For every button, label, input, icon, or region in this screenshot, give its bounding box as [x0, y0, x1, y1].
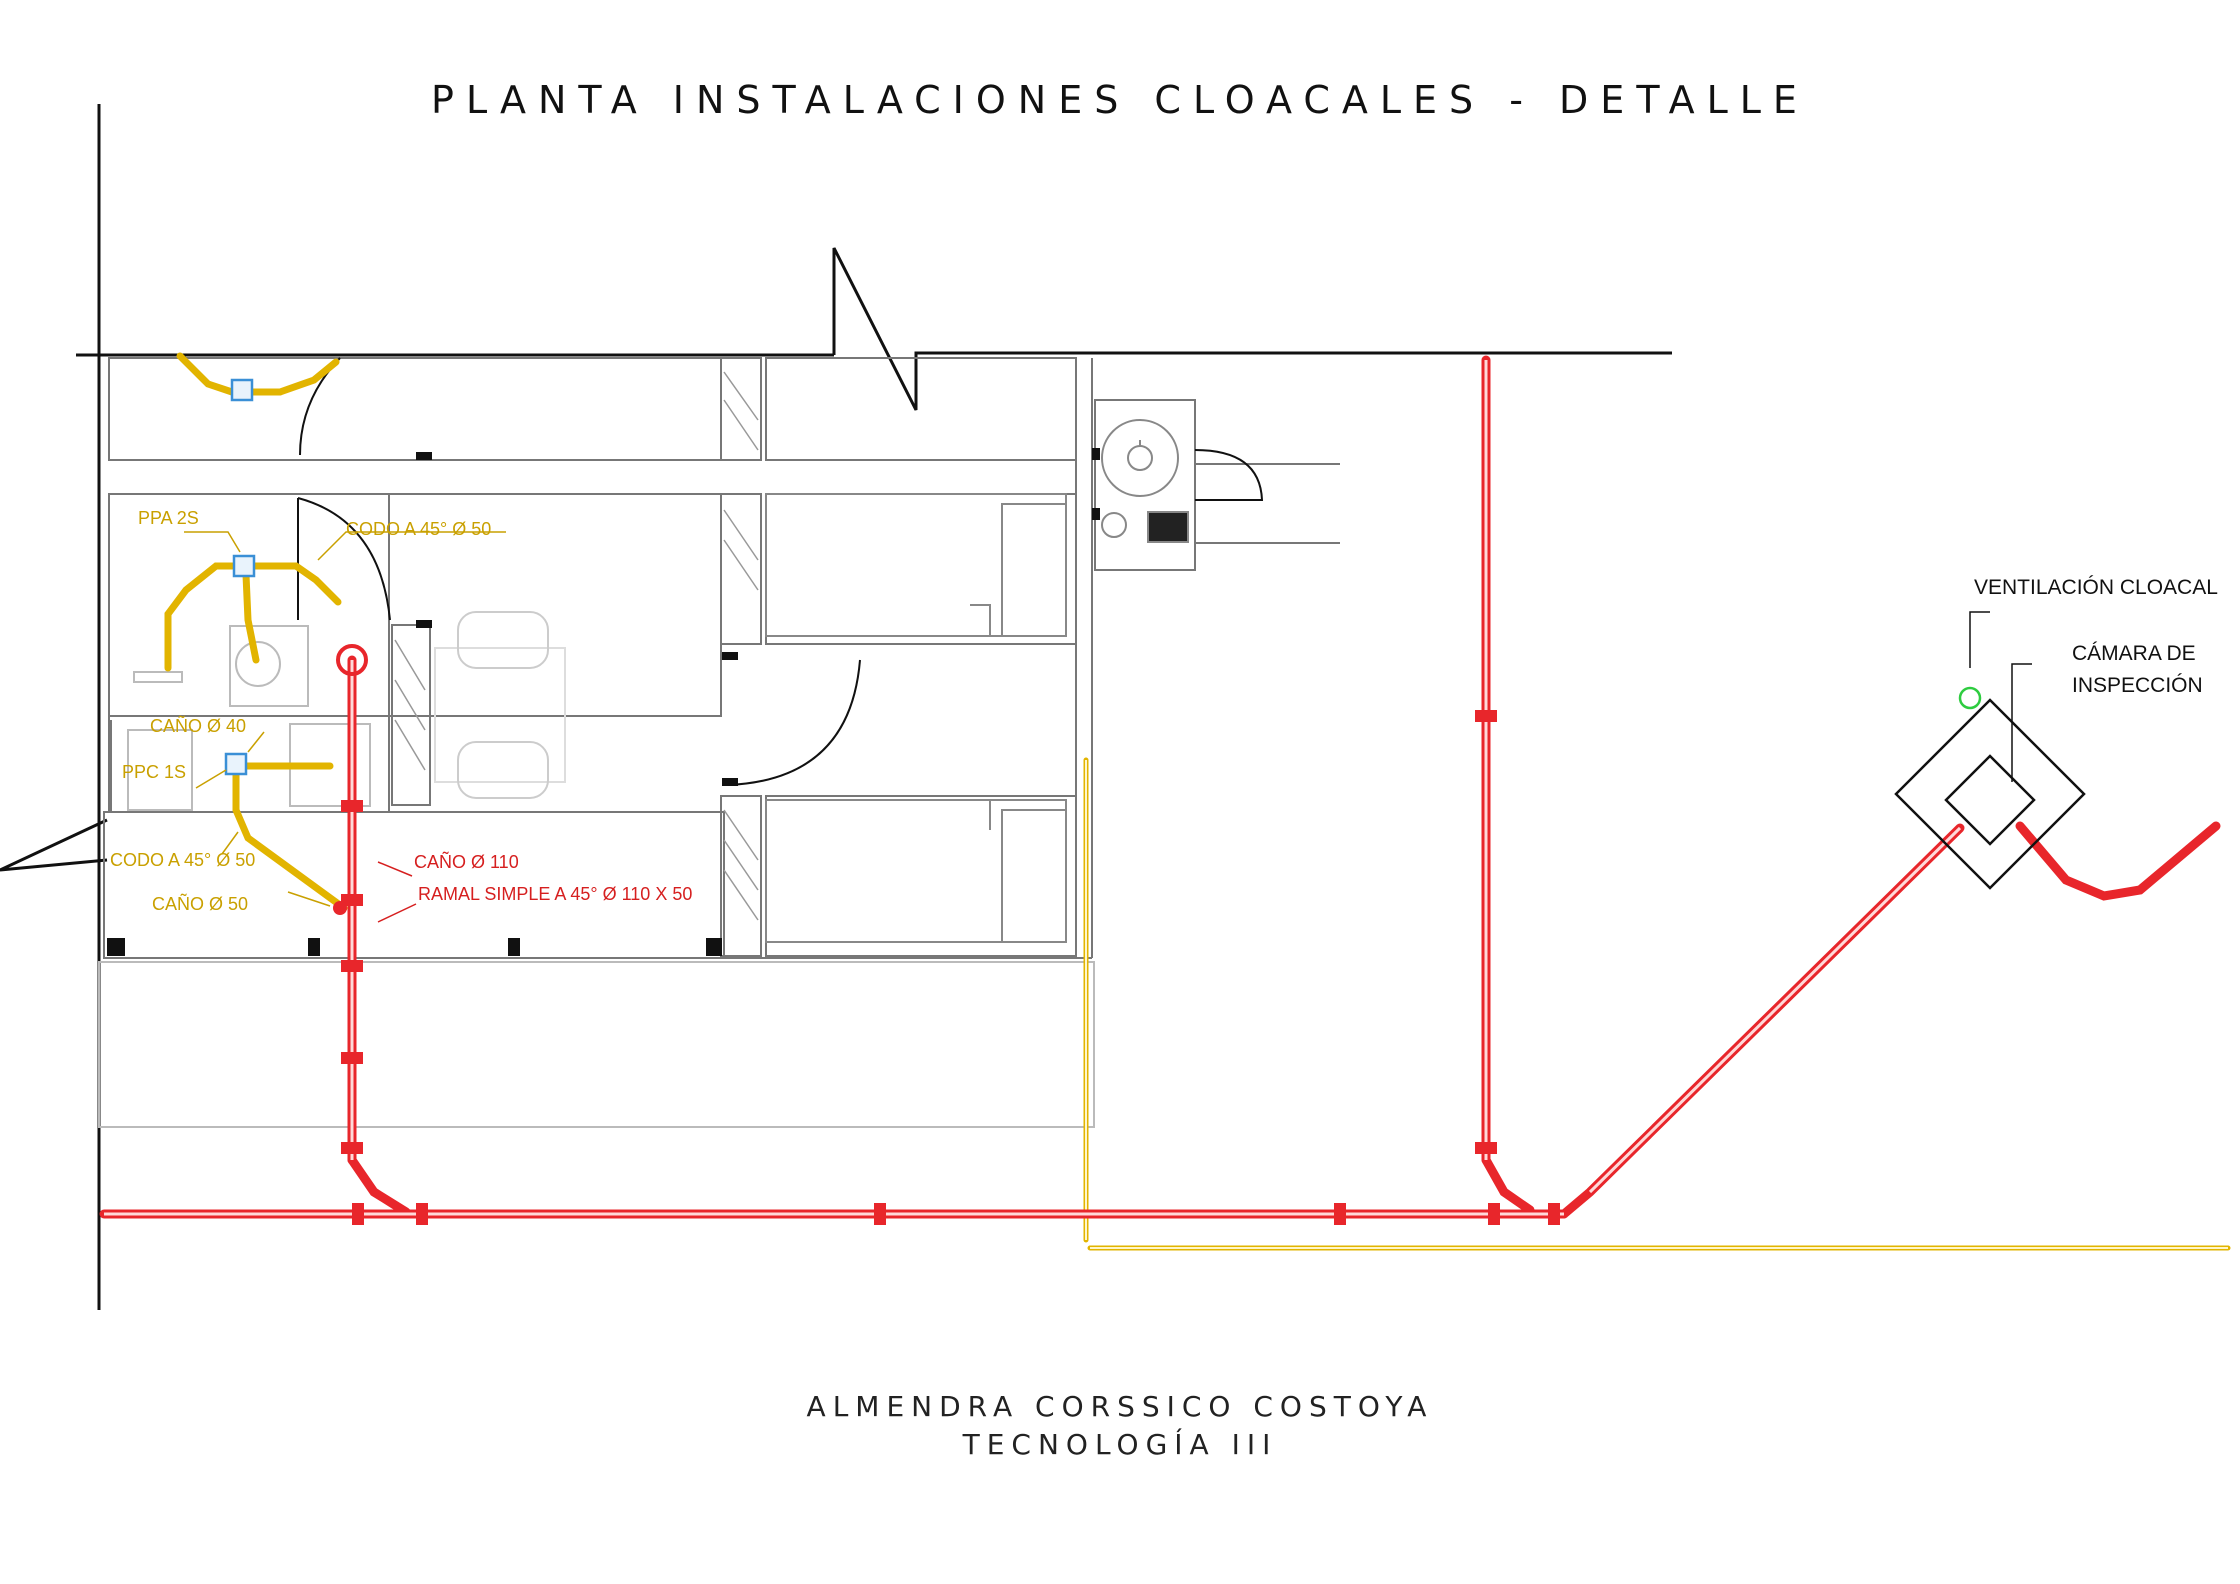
- author-name: ALMENDRA CORSSICO COSTOYA: [806, 1390, 1434, 1423]
- label-ramal-simple: RAMAL SIMPLE A 45° Ø 110 X 50: [418, 884, 692, 904]
- pipes-50-40: [164, 352, 2231, 1251]
- label-camara-line1: CÁMARA DE: [2072, 642, 2196, 665]
- label-cano-110: CAÑO Ø 110: [414, 851, 519, 872]
- furniture: [127, 419, 1189, 943]
- label-cano-40: CAÑO Ø 40: [150, 715, 246, 736]
- course-name: TECNOLOGÍA III: [962, 1428, 1278, 1461]
- label-codo-45-bottom: CODO A 45° Ø 50: [110, 850, 255, 870]
- vent-pipe-symbol: [1958, 686, 1982, 710]
- label-ppa-2s: PPA 2S: [138, 508, 199, 528]
- label-ppc-1s: PPC 1S: [122, 762, 186, 782]
- pipe-couplings: [333, 644, 1560, 1225]
- leader-lines: [184, 531, 2032, 923]
- wall-stubs: [107, 448, 1100, 956]
- drawing-title: PLANTA INSTALACIONES CLOACALES - DETALLE: [431, 78, 1809, 122]
- interior-partitions: [98, 357, 1340, 1128]
- inspection-chamber: [1894, 698, 2086, 890]
- label-camara-line2: INSPECCIÓN: [2072, 674, 2203, 697]
- pipes-110-inner: [104, 360, 1962, 1216]
- label-cano-50: CAÑO Ø 50: [152, 893, 248, 914]
- label-codo-45-top: CODO A 45° Ø 50: [346, 519, 491, 539]
- wet-wall: [391, 624, 431, 806]
- pipes-50-40-inner: [1085, 760, 2228, 1249]
- fitting-boxes: [224, 378, 256, 776]
- label-ventilacion: VENTILACIÓN CLOACAL: [1974, 576, 2218, 599]
- hatched-walls: [394, 371, 759, 921]
- door-swings: [297, 357, 1264, 786]
- pipes-110: [99, 355, 2221, 1219]
